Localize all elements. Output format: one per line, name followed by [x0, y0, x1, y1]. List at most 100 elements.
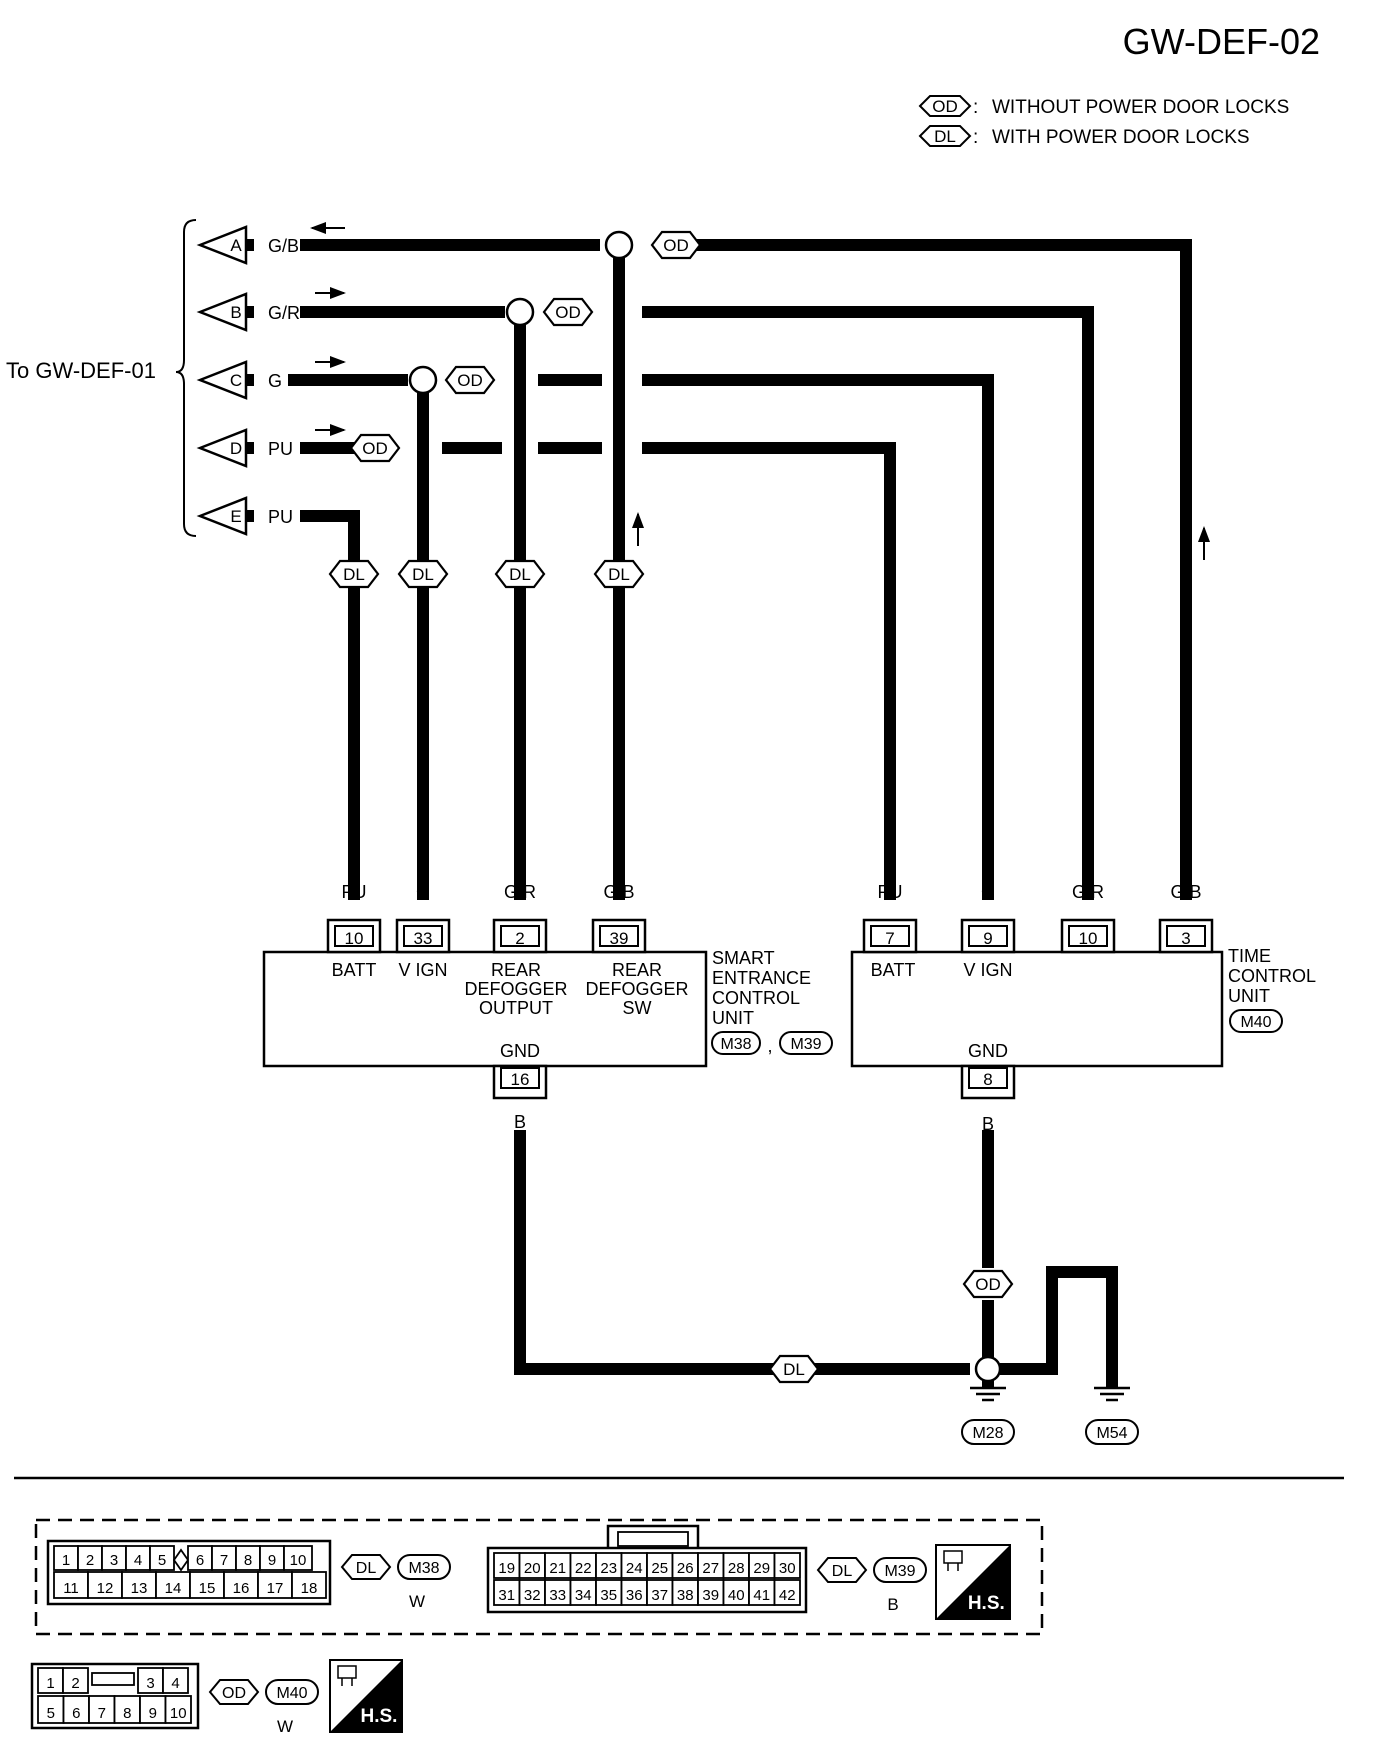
- connector-icon: [337, 1665, 357, 1679]
- svg-text:M39: M39: [790, 1036, 821, 1053]
- connector-color: B: [887, 1595, 898, 1614]
- pin-terminal: 10: [326, 918, 382, 954]
- time-unit-name: CONTROL: [1228, 966, 1316, 986]
- wire-color-label: PU: [341, 882, 366, 902]
- pin-cell: [259, 1545, 285, 1571]
- smart-pin-label: DEFOGGER: [464, 979, 567, 999]
- od-badge: OD: [444, 365, 496, 395]
- smart-unit-name: SMART: [712, 948, 775, 968]
- svg-text::: :: [973, 97, 978, 118]
- pin-number: 21: [549, 1560, 566, 1577]
- pin-number: 38: [677, 1587, 694, 1604]
- pin-number: 8: [123, 1705, 131, 1722]
- pin-cell: [773, 1579, 801, 1606]
- svg-text:DL: DL: [412, 565, 434, 584]
- wire-badges: OD OD OD OD DL DL DL DL DL OD: [328, 230, 1014, 1384]
- pin-terminal: 33: [395, 918, 451, 954]
- dl-badge-icon: [918, 125, 972, 147]
- pin-terminal: 9: [960, 918, 1016, 954]
- connector-letter: B: [230, 303, 241, 322]
- pin-cell: [162, 1667, 189, 1694]
- pin-cell: [291, 1571, 327, 1599]
- pin-number: 4: [171, 1675, 179, 1692]
- smart-pin-label: BATT: [332, 960, 377, 980]
- pin-cell: [62, 1667, 89, 1694]
- pin-number: 40: [728, 1587, 745, 1604]
- svg-text:DL: DL: [509, 565, 531, 584]
- pin-number: 20: [524, 1560, 541, 1577]
- svg-text:DL: DL: [608, 565, 630, 584]
- svg-text:OD: OD: [975, 1275, 1001, 1294]
- svg-text:OD: OD: [457, 371, 483, 390]
- pin-number: 7: [98, 1705, 106, 1722]
- svg-text:M40: M40: [1240, 1014, 1271, 1031]
- legend-dl-text: WITH POWER DOOR LOCKS: [992, 127, 1250, 148]
- legend-dl-code: DL: [934, 127, 956, 146]
- key-slot: [91, 1672, 135, 1686]
- connector-frame: [34, 1518, 1044, 1636]
- time-gnd-label: GND: [968, 1041, 1008, 1061]
- pin-number: 41: [753, 1587, 770, 1604]
- connector-brace: [175, 219, 197, 537]
- pin-terminal: 10: [1060, 918, 1116, 954]
- hs-label: H.S.: [360, 1706, 397, 1727]
- pin-cell: [53, 1571, 89, 1599]
- to-gw-def-01-label: To GW-DEF-01: [6, 358, 156, 383]
- pin-cell: [569, 1579, 597, 1606]
- svg-text:M54: M54: [1096, 1425, 1127, 1442]
- connector-id-badge: [397, 1554, 451, 1580]
- hs-label: H.S.: [968, 1593, 1005, 1614]
- connector-id: M39: [884, 1563, 915, 1580]
- pin-number: 36: [626, 1587, 643, 1604]
- smart-unit-name: UNIT: [712, 1008, 754, 1028]
- harness-side-icon: H.S.: [935, 1544, 1011, 1620]
- pin-number: 9: [149, 1705, 157, 1722]
- svg-text:OD: OD: [222, 1685, 246, 1702]
- wire-gr-time: [642, 306, 1094, 900]
- svg-text:DL: DL: [783, 1360, 805, 1379]
- pin-cell: [62, 1695, 90, 1724]
- od-badge: OD: [349, 433, 401, 463]
- wire-color-label: B: [1106, 1316, 1118, 1336]
- svg-text:DL: DL: [343, 565, 365, 584]
- pin-cell: [646, 1579, 674, 1606]
- time-unit-box: [850, 950, 1224, 1068]
- pin-number: 14: [165, 1580, 182, 1597]
- svg-text:M38: M38: [720, 1036, 751, 1053]
- pin-number: 24: [626, 1560, 643, 1577]
- wire-g-time: [642, 374, 994, 900]
- pin-number: 17: [267, 1580, 284, 1597]
- pin-cell: [671, 1579, 699, 1606]
- pin-number: 39: [702, 1587, 719, 1604]
- od-badge: OD: [542, 297, 594, 327]
- splice-gb: [604, 230, 634, 260]
- wire-color-label: G/B: [1170, 882, 1201, 902]
- dl-badge: [816, 1557, 868, 1583]
- wire-pu-d-time: [642, 442, 896, 900]
- od-badge-icon: [918, 95, 972, 117]
- wire-color-label: G: [981, 882, 995, 902]
- connector-id: M40: [276, 1685, 307, 1702]
- od-badge: OD: [650, 230, 702, 260]
- pin-number: 11: [63, 1580, 79, 1597]
- time-unit-name: UNIT: [1228, 986, 1270, 1006]
- page-title: GW-DEF-02: [1123, 21, 1320, 62]
- dl-badge: [340, 1554, 392, 1580]
- pin-number: 35: [600, 1587, 617, 1604]
- legend: OD : WITHOUT POWER DOOR LOCKS DL : WITH …: [918, 95, 1289, 148]
- connector-id-badge: [873, 1557, 927, 1583]
- dl-badge: DL: [397, 559, 449, 589]
- pin-number: 10: [345, 929, 364, 948]
- pin-cell: [595, 1579, 623, 1606]
- time-pin-label: BATT: [871, 960, 916, 980]
- wire-gb-time: [670, 239, 1192, 900]
